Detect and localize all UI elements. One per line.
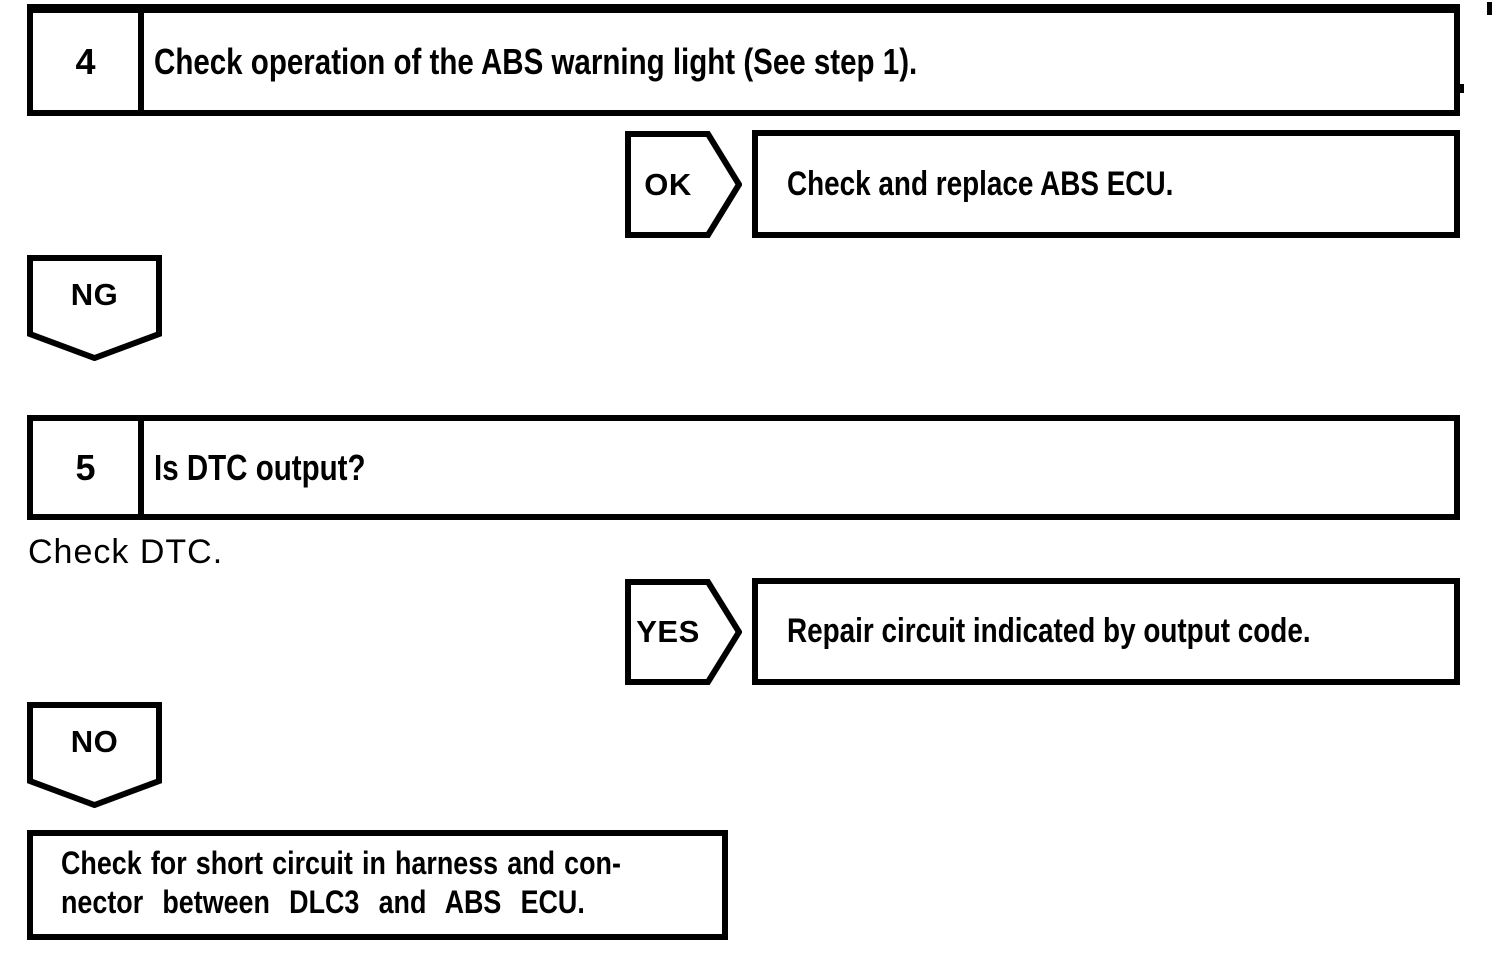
step5-box: 5 Is DTC output? — [27, 415, 1460, 520]
step5-number: 5 — [75, 446, 96, 488]
step4-number-cell: 4 — [33, 13, 144, 110]
step5-no-action-box: Check for short circuit in harness and c… — [27, 830, 728, 940]
step4-ok-action-text: Check and replace ABS ECU. — [787, 164, 1174, 203]
step5-title: Is DTC output? — [154, 446, 366, 488]
step5-instruction: Check DTC. — [28, 533, 224, 571]
yes-label: YES — [636, 614, 700, 649]
step4-ok-connector: OK — [625, 131, 742, 238]
step5-title-cell: Is DTC output? — [144, 421, 1454, 514]
step4-title: Check operation of the ABS warning light… — [154, 40, 918, 82]
scan-artifact-top-right — [1487, 2, 1492, 15]
step4-title-cell: Check operation of the ABS warning light… — [144, 13, 1454, 110]
step5-yes-action-box: Repair circuit indicated by output code. — [752, 578, 1460, 685]
step5-no-action-line1: Check for short circuit in harness and c… — [61, 845, 621, 881]
step5-no-connector: NO — [27, 702, 162, 808]
scan-artifact-right-edge — [1460, 84, 1464, 93]
step5-yes-connector: YES — [625, 579, 742, 685]
step4-ok-action-box: Check and replace ABS ECU. — [752, 130, 1460, 238]
ok-label: OK — [644, 166, 692, 202]
step4-number: 4 — [75, 40, 96, 82]
step4-box: 4 Check operation of the ABS warning lig… — [27, 4, 1460, 116]
step5-no-action-line2: nector between DLC3 and ABS ECU. — [61, 884, 585, 920]
ng-label: NG — [70, 277, 119, 312]
no-label: NO — [70, 724, 119, 759]
step5-number-cell: 5 — [33, 421, 144, 514]
no-pentagon-down-icon — [27, 702, 162, 808]
ng-pentagon-down-icon — [27, 255, 162, 361]
step5-yes-action-text: Repair circuit indicated by output code. — [787, 612, 1311, 650]
yes-pentagon-right-icon — [625, 579, 742, 685]
ok-pentagon-right-icon — [625, 131, 742, 238]
step4-ng-connector: NG — [27, 255, 162, 361]
